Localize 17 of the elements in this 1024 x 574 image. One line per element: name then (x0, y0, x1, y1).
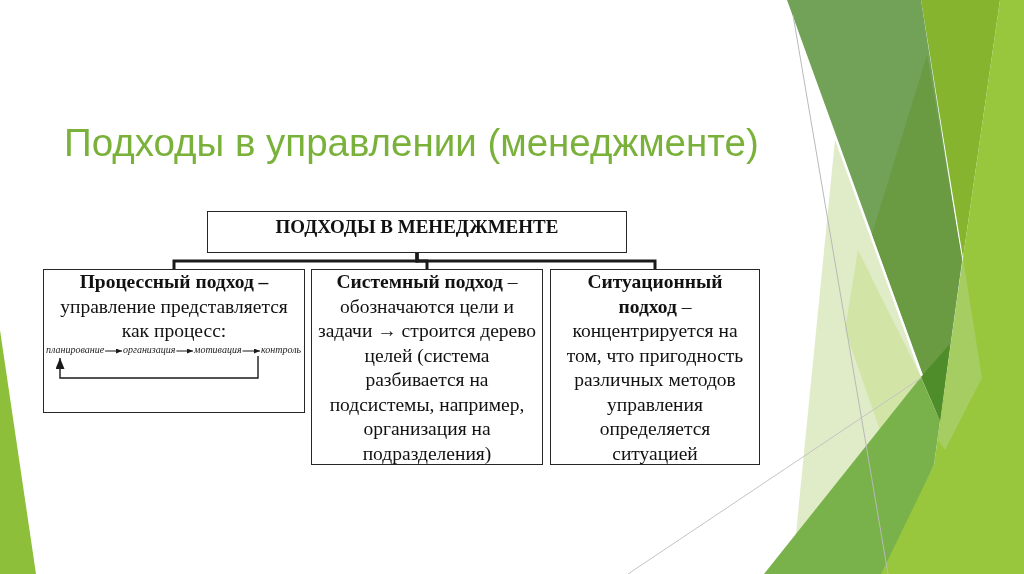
slide-title: Подходы в управлении (менеджменте) (64, 120, 759, 166)
approach-text: Ситуационный подход – концентрируется на том, что пригодность различных методов управления определяется ситуацией (565, 270, 745, 466)
process-step-label: мотивация (194, 344, 242, 356)
process-step-label: организация (123, 344, 176, 356)
approach-text: Системный подход – обозначаются цели и задачи → строится дерево целей (система разбивается на подсистемы, например, организация на подразделения) (316, 270, 538, 466)
approach-box (43, 269, 305, 413)
heading-text: ПОДХОДЫ В МЕНЕДЖМЕНТЕ (274, 215, 560, 239)
flow-arrow (175, 348, 194, 354)
connector-line (415, 253, 657, 269)
flow-arrow (104, 348, 123, 354)
heading-box (207, 211, 627, 253)
flow-arrow (242, 348, 261, 354)
approach-box (550, 269, 760, 465)
process-step-label: контроль (261, 344, 302, 356)
feedback-arrow (55, 355, 259, 379)
process-step-label: планирование (46, 344, 105, 356)
approach-text: Процессный подход – управление представляется как процесс: (59, 270, 289, 343)
